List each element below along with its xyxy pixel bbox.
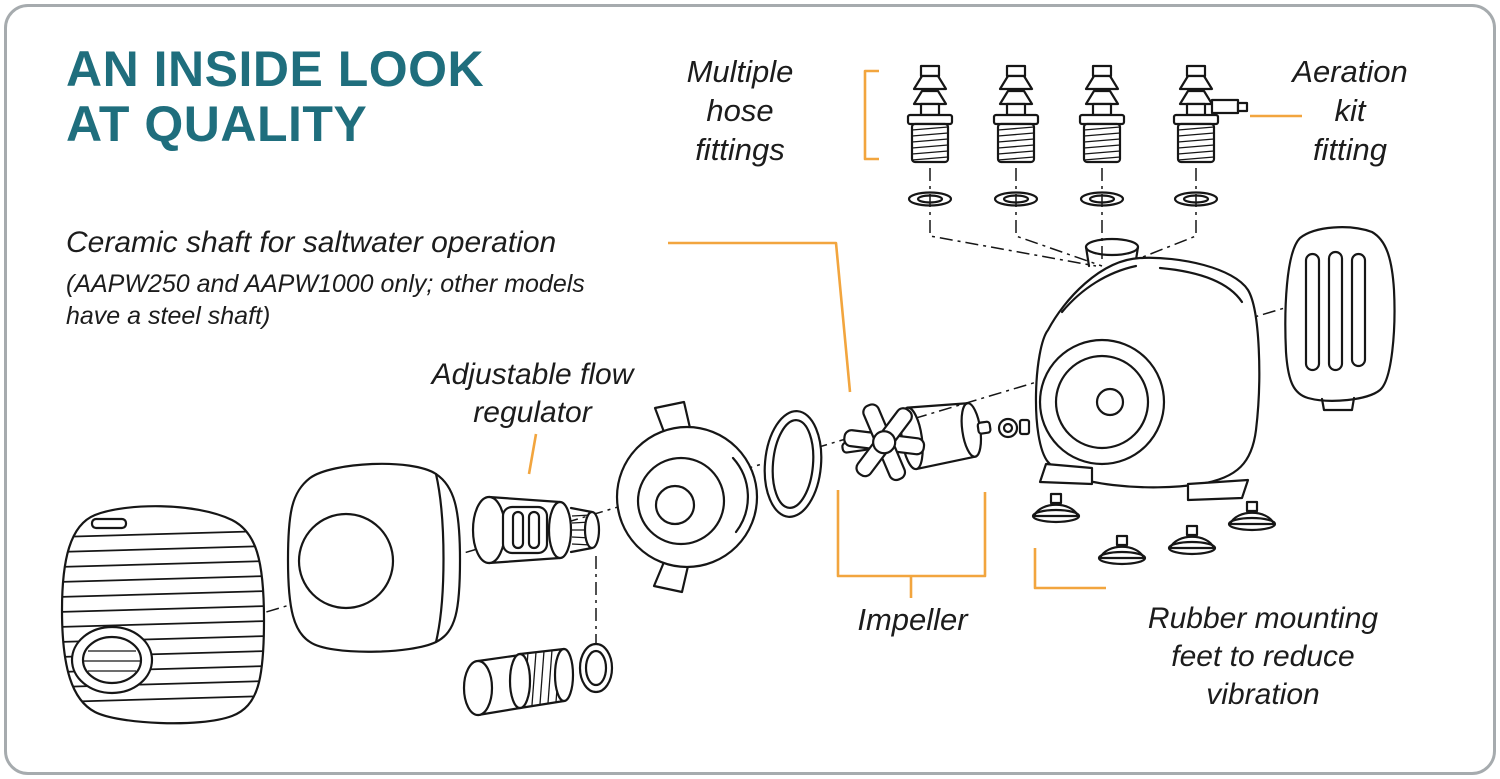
label-multiple-hose-fittings: Multiple hose fittings <box>686 54 794 168</box>
shaft-bushing <box>997 417 1031 439</box>
label-aeration-kit-fitting: Aeration kit fitting <box>1292 54 1408 168</box>
threaded-adapter <box>462 647 575 717</box>
volute-cover <box>615 400 759 594</box>
front-grille-housing <box>60 505 266 725</box>
leader-lines <box>527 69 1302 598</box>
pump-foot-left <box>1038 462 1094 486</box>
flow-regulator-leader <box>527 433 538 475</box>
pump-foot-right <box>1186 478 1250 502</box>
label-rubber-feet: Rubber mounting feet to reduce vibration <box>1147 602 1379 711</box>
ceramic-shaft-note-line1: (AAPW250 and AAPW1000 only; other models <box>66 269 585 298</box>
flow-regulator <box>471 495 601 565</box>
fitting-align-line-4 <box>1119 168 1197 267</box>
page-title-line2: AT QUALITY <box>66 96 368 152</box>
o-ring-seal <box>578 642 614 694</box>
pump-body <box>1034 237 1261 502</box>
ceramic-shaft-leader <box>668 241 852 393</box>
ceramic-shaft-main-text: Ceramic shaft for saltwater operation <box>66 226 557 259</box>
impeller <box>841 402 992 482</box>
fitting-align-line-1 <box>929 168 1097 267</box>
rubber-feet-leader <box>1033 548 1106 590</box>
label-flow-regulator: Adjustable flow regulator <box>431 358 634 429</box>
o-ring <box>763 410 823 518</box>
ceramic-shaft-note-line2: have a steel shaft) <box>66 302 271 331</box>
label-impeller: Impeller <box>857 602 968 637</box>
chamber-cover <box>286 462 462 653</box>
mounting-bracket <box>1284 226 1396 412</box>
aeration-kit-fitting <box>1172 64 1249 164</box>
page-title: AN INSIDE LOOK AT QUALITY <box>66 42 484 152</box>
label-ceramic-shaft: Ceramic shaft for saltwater operation (A… <box>66 224 706 333</box>
hose-fittings-bracket <box>863 69 879 161</box>
page-title-line1: AN INSIDE LOOK <box>66 41 485 97</box>
suction-cup-feet <box>1031 492 1277 566</box>
hose-fittings <box>906 64 1249 207</box>
impeller-bracket <box>836 490 987 578</box>
